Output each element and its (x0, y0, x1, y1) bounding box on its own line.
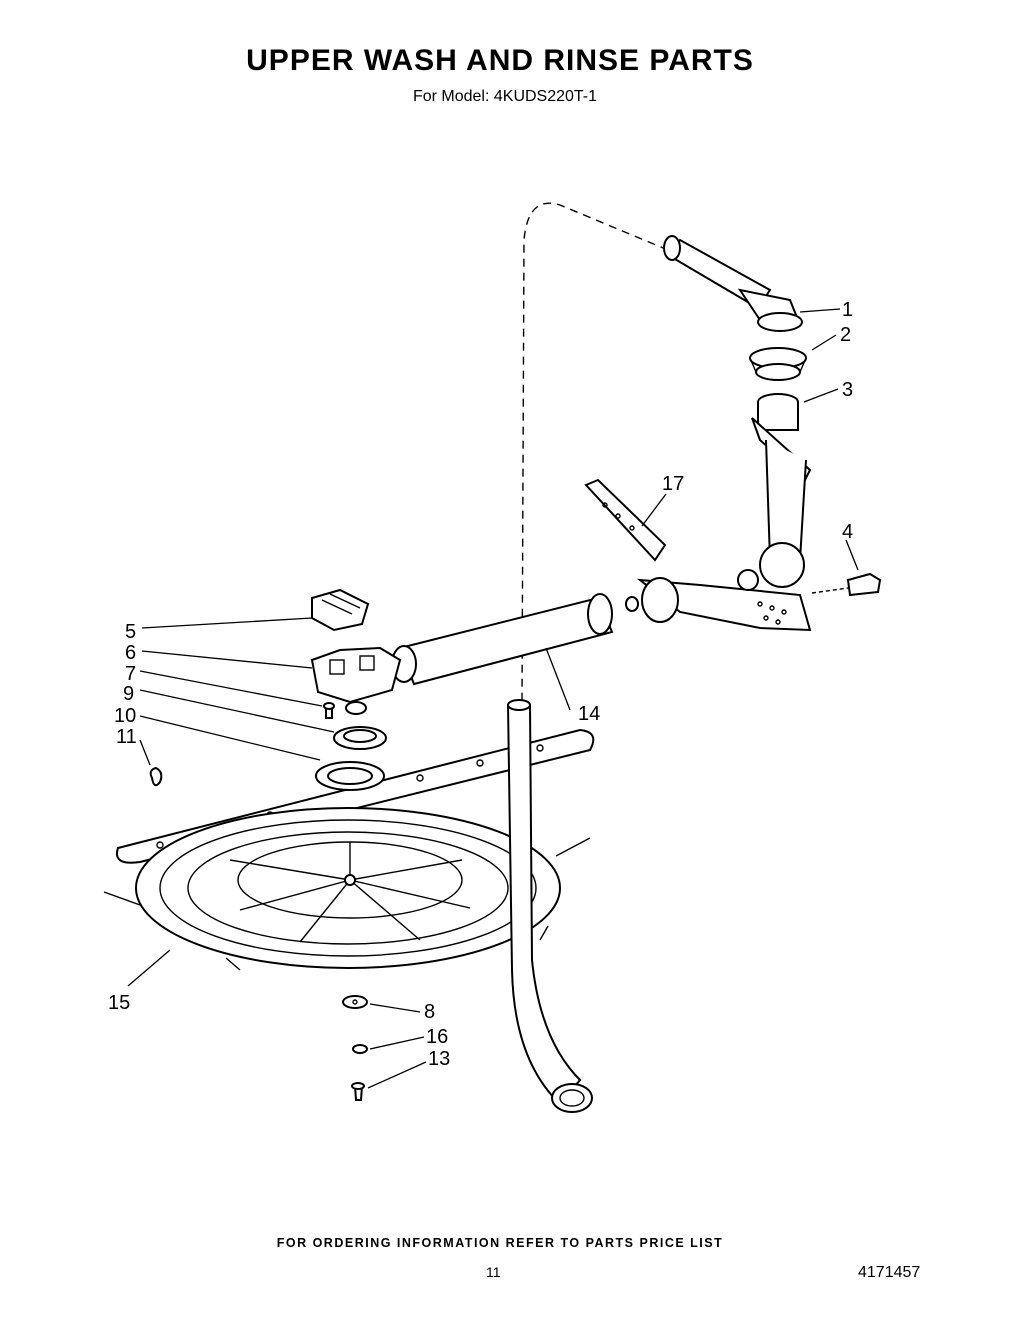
coupling-housing (310, 646, 402, 704)
model-subtitle: For Model: 4KUDS220T-1 (412, 88, 598, 105)
bottom-washer (342, 995, 368, 1009)
dashed-feed-path (521, 202, 669, 701)
callout-3: 3 (842, 379, 853, 401)
callout-8: 8 (424, 1001, 435, 1023)
callout-13: 13 (428, 1048, 450, 1070)
bottom-screw (351, 1082, 365, 1101)
callout-7: 7 (125, 663, 136, 685)
wheel-rack (103, 807, 591, 971)
drain-tube (506, 699, 593, 1113)
callout-17: 17 (662, 473, 684, 495)
callout-14: 14 (578, 703, 600, 725)
callout-6: 6 (125, 642, 136, 664)
callout-16: 16 (426, 1026, 448, 1048)
end-fitting (811, 572, 882, 597)
callout-15: 15 (108, 992, 130, 1014)
callout-9: 9 (123, 683, 134, 705)
hub-cap (311, 588, 370, 632)
vertical-supply-tube (751, 393, 812, 561)
connecting-tube (391, 593, 614, 686)
callout-1: 1 (842, 299, 853, 321)
callout-10: 10 (114, 705, 136, 727)
mounting-bracket (584, 478, 667, 562)
hub-bearing (333, 701, 387, 750)
manifold-junction (625, 542, 812, 632)
seal-ring (749, 347, 807, 381)
small-nut (352, 1044, 368, 1054)
callout-2: 2 (840, 324, 851, 346)
callout-5: 5 (125, 621, 136, 643)
document-number: 4171457 (858, 1264, 921, 1281)
leader-lines (127, 308, 859, 1089)
ordering-note: FOR ORDERING INFORMATION REFER TO PARTS … (276, 1236, 724, 1250)
small-screw (323, 702, 335, 719)
spray-arm-clip (149, 766, 163, 787)
upper-feed-tube (663, 235, 803, 332)
callout-11: 11 (116, 726, 137, 748)
page-number: 11 (486, 1264, 501, 1280)
callout-4: 4 (842, 521, 853, 543)
page-title: UPPER WASH AND RINSE PARTS (246, 44, 754, 77)
